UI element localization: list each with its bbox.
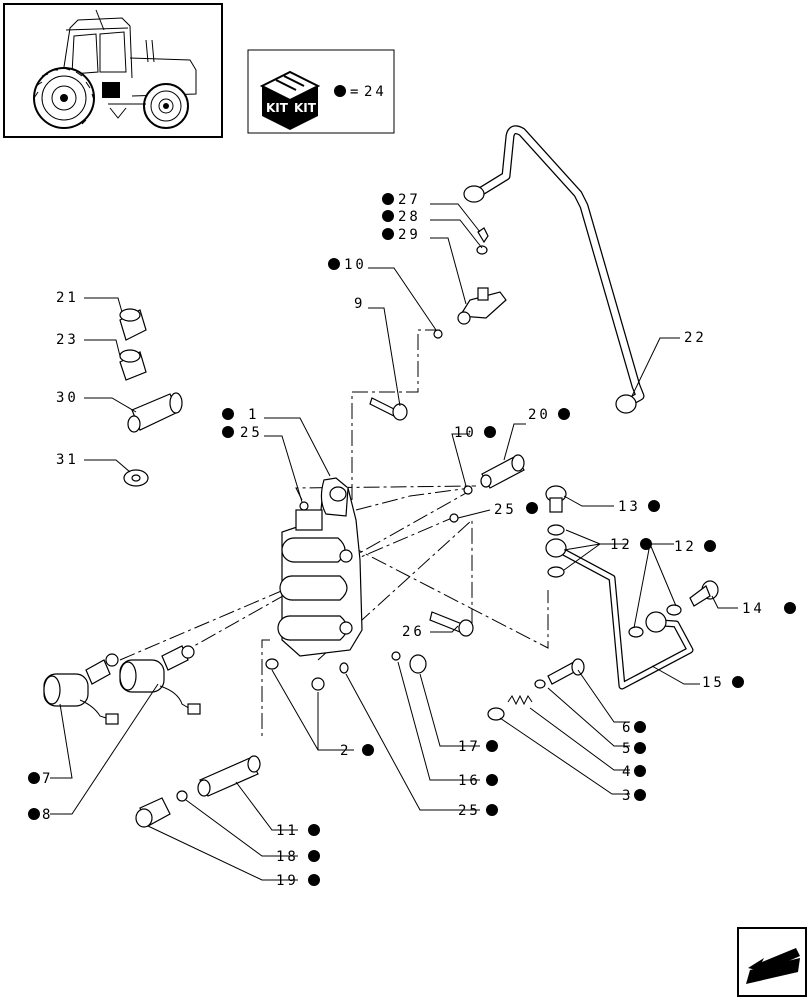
callout-5: 5 xyxy=(622,741,633,757)
kit-dot-icon xyxy=(308,850,320,862)
callout-14: 14 xyxy=(742,601,765,617)
kit-dot-icon xyxy=(334,85,346,97)
kit-dot-icon xyxy=(784,602,796,614)
kit-dot-icon xyxy=(28,808,40,820)
kit-number: 24 xyxy=(364,84,387,100)
callout-12-left: 12 xyxy=(610,537,633,553)
callout-7: 7 xyxy=(42,771,53,787)
kit-dot-icon xyxy=(704,540,716,552)
kit-dot-icon xyxy=(634,765,646,777)
callout-22: 22 xyxy=(684,330,707,346)
callout-19: 19 xyxy=(276,873,299,889)
callout-11: 11 xyxy=(276,823,299,839)
callout-10-lower: 10 xyxy=(454,425,477,441)
kit-dot-icon xyxy=(634,721,646,733)
callout-10-upper: 10 xyxy=(344,257,367,273)
kit-dot-icon xyxy=(382,228,394,240)
callout-27: 27 xyxy=(398,192,421,208)
kit-dot-icon xyxy=(328,258,340,270)
callout-16: 16 xyxy=(458,773,481,789)
kit-dot-icon xyxy=(486,804,498,816)
kit-dot-icon xyxy=(486,774,498,786)
callout-17: 17 xyxy=(458,739,481,755)
callout-31: 31 xyxy=(56,452,79,468)
callout-4: 4 xyxy=(622,764,633,780)
kit-dot-icon xyxy=(362,744,374,756)
kit-dot-icon xyxy=(634,789,646,801)
callout-25-upper: 25 xyxy=(240,425,263,441)
valve-body xyxy=(277,477,363,657)
callout-3: 3 xyxy=(622,788,633,804)
callout-26: 26 xyxy=(402,624,425,640)
callout-21: 21 xyxy=(56,290,79,306)
tractor-thumbnail xyxy=(3,3,223,138)
callout-6: 6 xyxy=(622,720,633,736)
callout-13: 13 xyxy=(618,499,641,515)
callout-8: 8 xyxy=(42,807,53,823)
callout-15: 15 xyxy=(702,675,725,691)
kit-dot-icon xyxy=(308,824,320,836)
kit-dot-icon xyxy=(308,874,320,886)
kit-dot-icon xyxy=(526,502,538,514)
kit-dot-icon xyxy=(634,742,646,754)
kit-word-left: KIT xyxy=(266,101,289,115)
callout-25-lower: 25 xyxy=(458,803,481,819)
callout-9: 9 xyxy=(354,296,365,312)
callout-labels: 27 28 29 10 9 21 23 30 31 22 1 25 10 20 … xyxy=(28,192,796,889)
callout-1: 1 xyxy=(248,407,259,423)
callout-2: 2 xyxy=(340,743,351,759)
tube-22 xyxy=(463,125,645,414)
kit-legend: KIT KIT = 24 xyxy=(247,49,395,134)
callout-12-right: 12 xyxy=(674,539,697,555)
kit-dot-icon xyxy=(28,772,40,784)
next-page-arrow-icon[interactable] xyxy=(737,927,807,997)
kit-dot-icon xyxy=(640,538,652,550)
kit-dot-icon xyxy=(382,193,394,205)
kit-dot-icon xyxy=(732,676,744,688)
callout-28: 28 xyxy=(398,209,421,225)
callout-18: 18 xyxy=(276,849,299,865)
leader-lines xyxy=(50,203,738,881)
kit-dot-icon xyxy=(382,210,394,222)
callout-23: 23 xyxy=(56,332,79,348)
parts xyxy=(43,227,719,828)
kit-dot-icon xyxy=(558,408,570,420)
kit-dot-icon xyxy=(222,408,234,420)
callout-29: 29 xyxy=(398,227,421,243)
kit-dot-icon xyxy=(486,740,498,752)
callout-20: 20 xyxy=(528,407,551,423)
kit-dot-icon xyxy=(484,426,496,438)
kit-dot-icon xyxy=(648,500,660,512)
callout-25-middle: 25 xyxy=(494,502,517,518)
kit-word-right: KIT xyxy=(294,101,317,115)
kit-equals: = xyxy=(350,84,361,100)
callout-30: 30 xyxy=(56,390,79,406)
kit-dot-icon xyxy=(222,426,234,438)
